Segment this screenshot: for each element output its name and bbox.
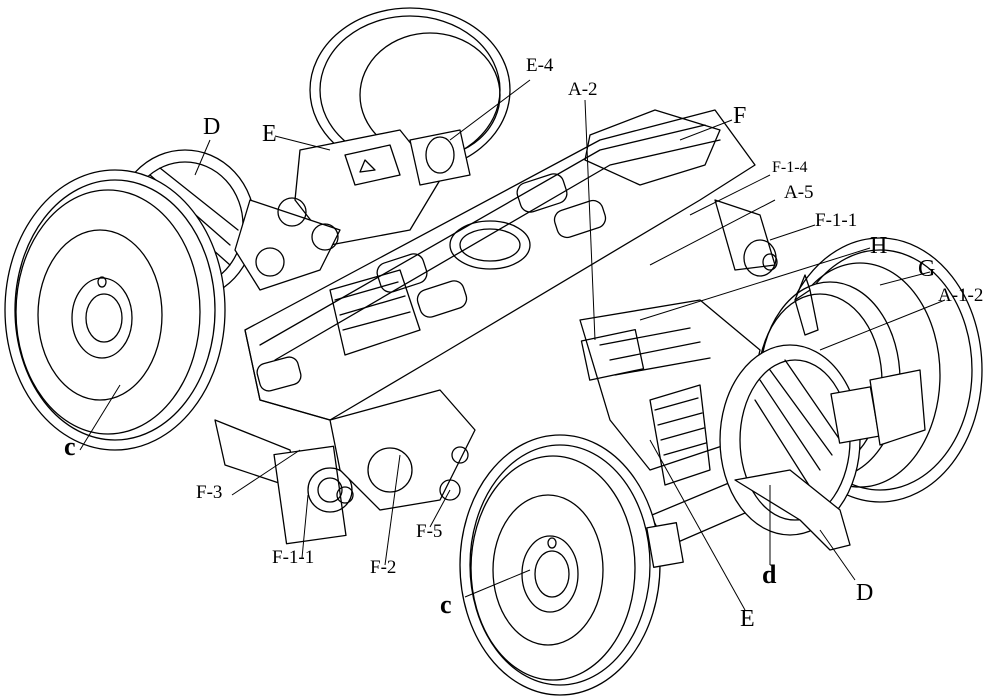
wheel-front-left bbox=[4, 169, 226, 451]
gearbox-top bbox=[294, 129, 471, 246]
axlebox-left bbox=[214, 419, 354, 545]
label-f-1-1-left: F-1-1 bbox=[272, 547, 315, 568]
label-f-5: F-5 bbox=[416, 521, 443, 542]
label-a-5: A-5 bbox=[784, 182, 814, 203]
bogie-frame bbox=[244, 109, 756, 421]
label-c-bottom: c bbox=[440, 590, 452, 619]
label-e-4: E-4 bbox=[526, 55, 554, 76]
label-g: G bbox=[918, 256, 936, 282]
wheel-front-bottom bbox=[459, 434, 684, 696]
label-f-1-1-right: F-1-1 bbox=[815, 210, 858, 231]
label-e-top: E bbox=[262, 121, 277, 147]
label-d-top: D bbox=[203, 114, 221, 140]
label-f-2: F-2 bbox=[370, 557, 397, 578]
label-e-bottom: E bbox=[740, 606, 755, 632]
label-f-top: F bbox=[733, 103, 747, 129]
brake-disc-right bbox=[719, 344, 880, 551]
label-h: H bbox=[870, 233, 888, 259]
label-a-2: A-2 bbox=[568, 79, 598, 100]
label-c-left: c bbox=[64, 432, 76, 461]
label-f-1-4: F-1-4 bbox=[772, 159, 808, 176]
bolster bbox=[329, 389, 476, 511]
leader-lines bbox=[79, 79, 946, 611]
axlebox-right bbox=[714, 199, 778, 277]
label-d-small: d bbox=[762, 560, 777, 589]
label-d-bottom: D bbox=[856, 580, 874, 606]
label-a-1-2: A-1-2 bbox=[938, 285, 984, 306]
end-box-right bbox=[794, 274, 926, 446]
label-f-3: F-3 bbox=[196, 482, 223, 503]
linkage-left bbox=[234, 197, 341, 291]
